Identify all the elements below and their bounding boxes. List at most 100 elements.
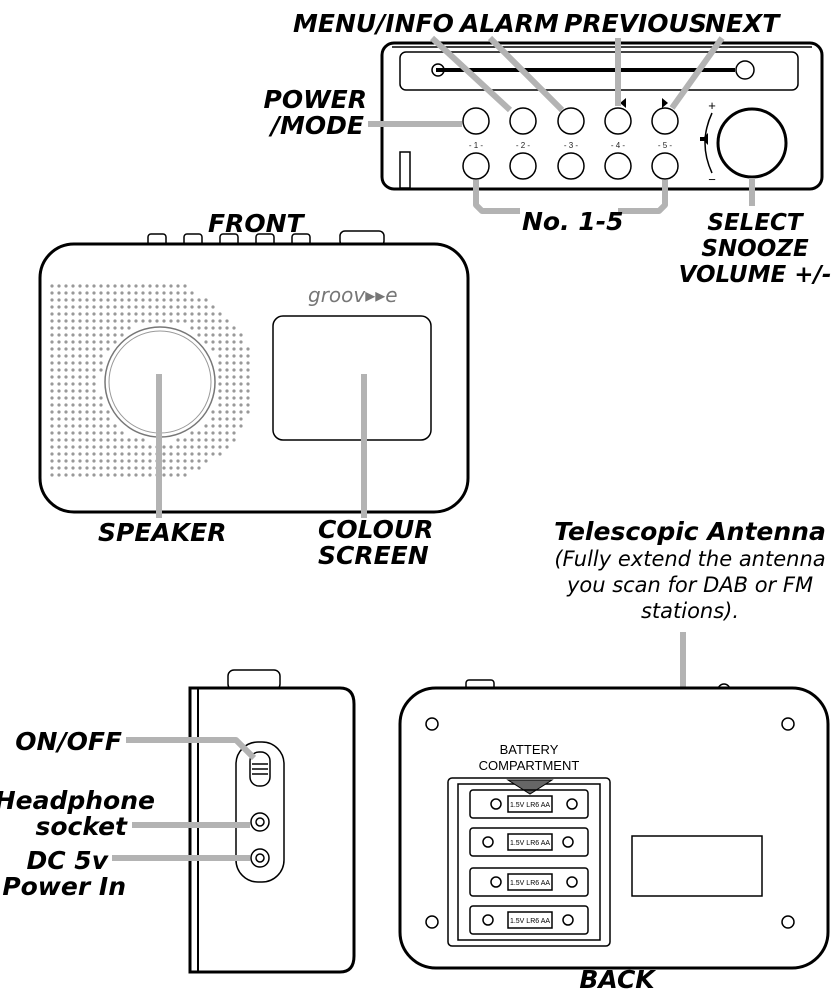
speaker-dot — [57, 438, 61, 442]
speaker-dot — [246, 347, 250, 351]
preset-4-button[interactable] — [604, 152, 632, 180]
speaker-dot — [50, 417, 54, 421]
speaker-dot — [50, 389, 54, 393]
speaker-dot — [50, 368, 54, 372]
speaker-dot — [113, 305, 117, 309]
previous-button[interactable] — [604, 107, 632, 135]
preset-5-button[interactable] — [651, 152, 679, 180]
speaker-dot — [232, 438, 236, 442]
speaker-dot — [71, 396, 75, 400]
headphone-label: Headphone — [0, 786, 155, 815]
speaker-dot — [190, 305, 194, 309]
speaker-dot — [239, 354, 243, 358]
speaker-dot — [92, 354, 96, 358]
speaker-dot — [141, 438, 145, 442]
speaker-dot — [176, 459, 180, 463]
speaker-dot — [162, 291, 166, 295]
speaker-dot — [176, 312, 180, 316]
speaker-dot — [225, 368, 229, 372]
speaker-dot — [99, 431, 103, 435]
power-mode-button[interactable] — [462, 107, 490, 135]
speaker-dot — [141, 319, 145, 323]
speaker-dot — [190, 312, 194, 316]
next-arrow-icon — [662, 98, 668, 108]
speaker-dot — [134, 284, 138, 288]
preset-1-button[interactable] — [462, 152, 490, 180]
speaker-dot — [204, 305, 208, 309]
speaker-dot — [106, 305, 110, 309]
speaker-dot — [239, 389, 243, 393]
menu-info-button[interactable] — [509, 107, 537, 135]
speaker-dot — [204, 431, 208, 435]
next-button[interactable] — [651, 107, 679, 135]
speaker-dot — [246, 389, 250, 393]
speaker-dot — [120, 473, 124, 477]
alarm-button[interactable] — [557, 107, 585, 135]
speaker-dot — [127, 312, 131, 316]
speaker-dot — [148, 305, 152, 309]
speaker-dot — [106, 459, 110, 463]
speaker-dot — [113, 473, 117, 477]
preset-2-button[interactable] — [509, 152, 537, 180]
speaker-dot — [113, 298, 117, 302]
speaker-dot — [85, 410, 89, 414]
speaker-dot — [218, 319, 222, 323]
speaker-dot — [148, 466, 152, 470]
speaker-dot — [85, 340, 89, 344]
speaker-dot — [246, 354, 250, 358]
speaker-dot — [162, 459, 166, 463]
speaker-dot — [92, 361, 96, 365]
speaker-dot — [169, 312, 173, 316]
speaker-dot — [162, 452, 166, 456]
speaker-dot — [57, 396, 61, 400]
speaker-dot — [57, 319, 61, 323]
speaker-dot — [197, 438, 201, 442]
speaker-dot — [197, 305, 201, 309]
battery-4-label: 1.5V LR6 AA — [510, 918, 550, 925]
speaker-dot — [64, 291, 68, 295]
speaker-dot — [64, 410, 68, 414]
speaker-dot — [148, 445, 152, 449]
speaker-dot — [85, 319, 89, 323]
speaker-dot — [232, 396, 236, 400]
speaker-dot — [57, 326, 61, 330]
speaker-dot — [225, 354, 229, 358]
speaker-dot — [190, 319, 194, 323]
speaker-dot — [120, 305, 124, 309]
speaker-dot — [232, 368, 236, 372]
speaker-dot — [99, 396, 103, 400]
speaker-dot — [232, 361, 236, 365]
select-knob[interactable] — [716, 107, 788, 179]
speaker-dot — [225, 410, 229, 414]
speaker-dot — [92, 284, 96, 288]
speaker-dot — [92, 319, 96, 323]
speaker-dot — [57, 466, 61, 470]
speaker-dot — [176, 438, 180, 442]
speaker-dot — [155, 298, 159, 302]
speaker-dot — [169, 284, 173, 288]
headphone-socket[interactable] — [250, 812, 270, 832]
speaker-dot — [183, 445, 187, 449]
speaker-dot — [92, 410, 96, 414]
speaker-dot — [64, 354, 68, 358]
antenna-slot — [399, 51, 799, 91]
speaker-dot — [190, 445, 194, 449]
speaker-dot — [176, 305, 180, 309]
speaker-dot — [64, 403, 68, 407]
speaker-dot — [120, 312, 124, 316]
dc-power-socket[interactable] — [250, 848, 270, 868]
speaker-dot — [211, 424, 215, 428]
speaker-dot — [92, 326, 96, 330]
speaker-dot — [99, 473, 103, 477]
speaker-dot — [225, 438, 229, 442]
speaker-dot — [176, 473, 180, 477]
speaker-dot — [127, 466, 131, 470]
preset-3-button[interactable] — [557, 152, 585, 180]
speaker-dot — [78, 284, 82, 288]
speaker-dot — [169, 459, 173, 463]
speaker-dot — [141, 284, 145, 288]
speaker-dot — [218, 389, 222, 393]
speaker-dot — [85, 424, 89, 428]
speaker-dot — [211, 305, 215, 309]
speaker-dot — [218, 452, 222, 456]
